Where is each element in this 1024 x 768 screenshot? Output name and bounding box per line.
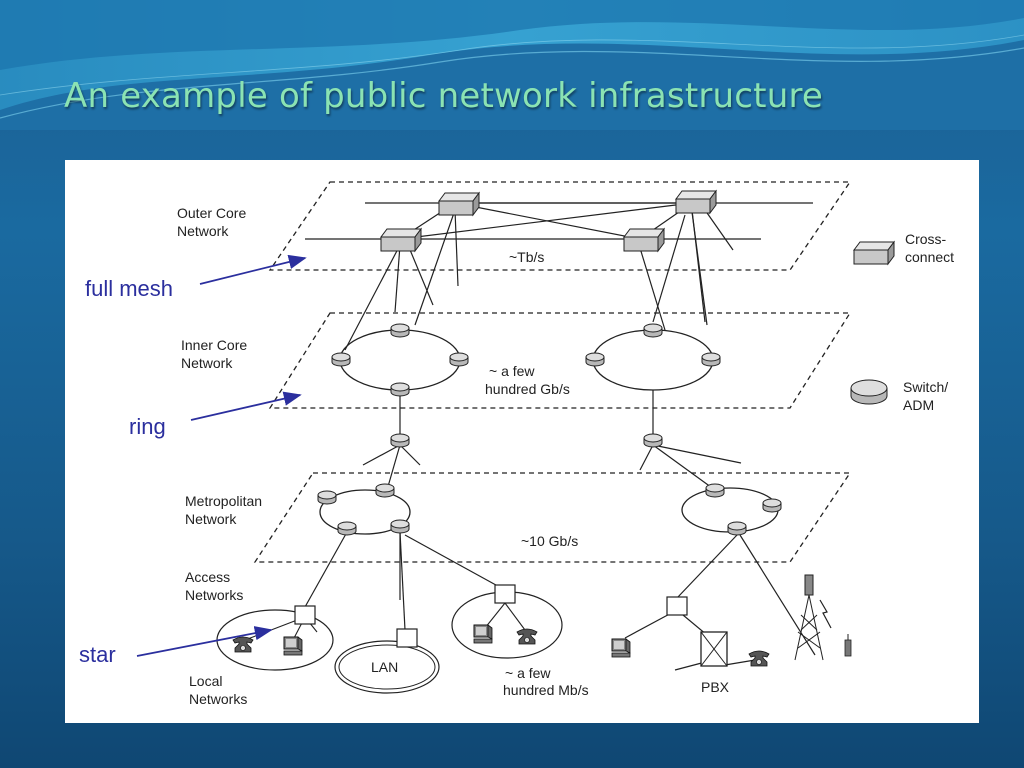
switch-node — [337, 521, 357, 536]
callout-ring-label: ring — [129, 414, 166, 439]
lan-label: LAN — [371, 659, 398, 675]
local-label-line1: Local — [189, 673, 222, 689]
switch-node — [643, 323, 663, 338]
crossconnect-node — [438, 192, 480, 216]
diagram-canvas: Outer Core Network ~Tb/s Inner Core Netw… — [79, 181, 954, 707]
callout-full-mesh-label: full mesh — [85, 276, 173, 301]
outer-core-plane — [268, 181, 852, 271]
legend-crossconnect-line1: Cross- — [905, 231, 947, 247]
legend-switch-line2: ADM — [903, 397, 934, 413]
outer-core-links — [305, 202, 813, 351]
access-label-line1: Access — [185, 569, 230, 585]
switch-node — [762, 498, 782, 513]
access-box — [294, 605, 316, 625]
switch-node — [317, 490, 337, 505]
pbx-label: PBX — [701, 679, 730, 695]
phone-icon — [232, 636, 254, 653]
switch-node — [449, 352, 469, 367]
metro-ring-left — [319, 489, 411, 535]
inner-core-label-line2: Network — [181, 355, 233, 371]
legend-switch-line1: Switch/ — [903, 379, 948, 395]
metro-label-line2: Network — [185, 511, 237, 527]
switch-node — [390, 519, 410, 534]
callout-star: star — [79, 626, 273, 667]
inter-layer-links — [362, 390, 742, 491]
antenna-tower-icon — [794, 574, 832, 661]
computer-icon — [611, 638, 631, 658]
legend-switch-icon — [850, 379, 888, 405]
access-box — [396, 628, 418, 648]
inner-core-ring-right — [592, 329, 714, 391]
local-rate-line2: hundred Mb/s — [503, 682, 589, 698]
callout-full-mesh: full mesh — [85, 254, 307, 301]
local-rate-line1: ~ a few — [505, 665, 551, 681]
computer-icon — [283, 636, 303, 656]
access-box — [666, 596, 688, 616]
switch-node — [390, 382, 410, 397]
outer-core-label-line1: Outer Core — [177, 205, 246, 221]
header-waves — [0, 0, 1024, 130]
local-label-line2: Networks — [189, 691, 247, 707]
inner-core-rate-line2: hundred Gb/s — [485, 381, 570, 397]
outer-core-label-line2: Network — [177, 223, 229, 239]
switch-node — [643, 433, 663, 448]
inner-core-label-line1: Inner Core — [181, 337, 247, 353]
network-diagram: Outer Core Network ~Tb/s Inner Core Netw… — [65, 160, 979, 723]
phone-icon — [748, 650, 770, 667]
callout-star-label: star — [79, 642, 116, 667]
inner-core-rate-line1: ~ a few — [489, 363, 535, 379]
computer-icon — [473, 624, 493, 644]
pbx-icon — [700, 631, 728, 667]
switch-node — [701, 352, 721, 367]
crossconnect-node — [623, 228, 665, 252]
switch-node — [390, 433, 410, 448]
switch-node — [727, 521, 747, 536]
slide-title: An example of public network infrastruct… — [64, 76, 824, 116]
inner-core-ring-left — [339, 329, 461, 391]
inner-core-plane — [268, 312, 852, 409]
switch-node — [390, 323, 410, 338]
legend-crossconnect-icon — [853, 241, 895, 265]
crossconnect-node — [380, 228, 422, 252]
switch-node — [375, 483, 395, 498]
access-links — [304, 531, 816, 671]
access-label-line2: Networks — [185, 587, 243, 603]
mobile-phone-icon — [844, 634, 852, 657]
outer-core-rate: ~Tb/s — [509, 249, 544, 265]
switch-node — [331, 352, 351, 367]
crossconnect-node — [675, 190, 717, 214]
metro-rate: ~10 Gb/s — [521, 533, 578, 549]
metro-label-line1: Metropolitan — [185, 493, 262, 509]
phone-icon — [516, 628, 538, 645]
switch-node — [705, 483, 725, 498]
switch-node — [585, 352, 605, 367]
callout-ring: ring — [129, 391, 302, 439]
access-box — [494, 584, 516, 604]
legend-crossconnect-line2: connect — [905, 249, 954, 265]
